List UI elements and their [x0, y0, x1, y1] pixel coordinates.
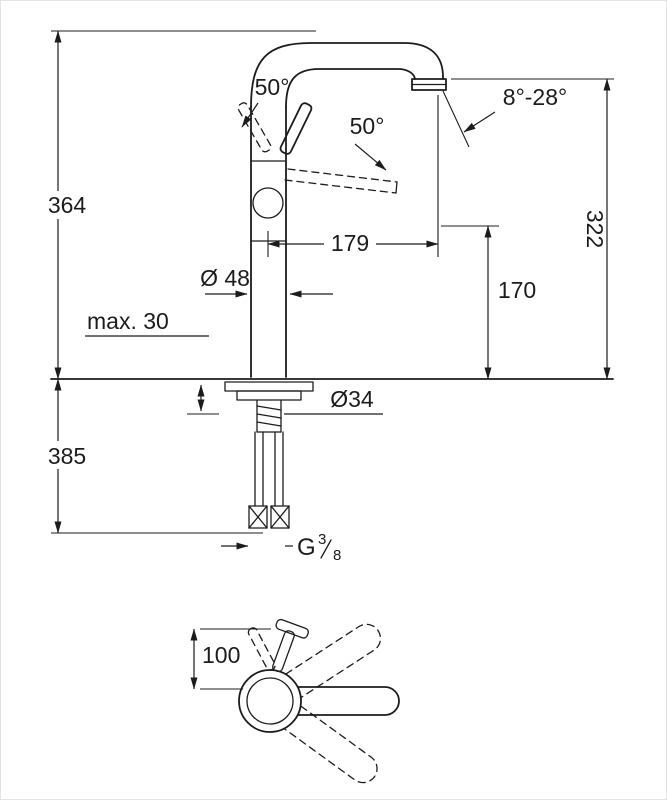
label-bg-364 — [43, 191, 91, 219]
angle-label-50-front: 50° — [255, 74, 290, 100]
spout-inner-curve — [285, 68, 416, 108]
mounting-washer-upper — [224, 381, 314, 392]
thread-numerator: 3 — [318, 531, 326, 548]
leader-50-front — [241, 102, 259, 128]
side-view-faucet-body — [50, 42, 614, 380]
thread-letter: G — [297, 534, 316, 561]
spout-tip — [411, 78, 447, 91]
dim-label-170: 170 — [498, 277, 536, 303]
spout-range-line — [442, 90, 470, 148]
ball-joint — [252, 187, 284, 219]
leader-spout-range — [463, 111, 496, 133]
handle-top-view — [272, 618, 309, 673]
dim-label-max30: max. 30 — [87, 308, 169, 334]
spout-dashed-lower — [283, 705, 378, 784]
mounting-washer-lower — [236, 390, 302, 401]
dim-label-322: 322 — [582, 210, 608, 248]
dim-label-179: 179 — [331, 230, 369, 256]
dim-label-100: 100 — [202, 642, 240, 668]
dimensions: 364 385 322 179 170 Ø 48 max. 30 Ø34 — [43, 30, 614, 564]
hose-connectors — [248, 505, 290, 529]
flexible-hoses — [254, 431, 284, 507]
thread-denominator: 8 — [333, 547, 341, 564]
spout-top-view — [297, 686, 400, 716]
label-bg-385 — [43, 441, 91, 469]
handle-lever-dashed-swung — [284, 168, 398, 194]
handle-top-view-dashed — [247, 627, 276, 671]
threaded-shank — [256, 399, 282, 433]
body-outline-circle — [238, 669, 302, 733]
handle-lever-dashed-left — [237, 102, 272, 153]
top-view: 100 — [190, 618, 400, 784]
dim-label-diameter-34: Ø34 — [330, 386, 374, 412]
dim-label-diameter-48: Ø 48 — [200, 265, 250, 291]
dim-label-385: 385 — [48, 443, 86, 469]
spout-outer-curve — [250, 42, 444, 108]
angle-label-spout-range: 8°-28° — [503, 84, 567, 110]
angle-label-50-back: 50° — [350, 113, 385, 139]
leader-50-back — [354, 143, 387, 171]
handle-lever — [279, 102, 313, 155]
thread-fraction-slash — [320, 539, 332, 559]
below-deck-assembly — [224, 381, 314, 529]
dim-label-364: 364 — [48, 192, 87, 218]
spout-dashed-upper — [285, 623, 382, 699]
body-inner-circle — [246, 677, 294, 725]
